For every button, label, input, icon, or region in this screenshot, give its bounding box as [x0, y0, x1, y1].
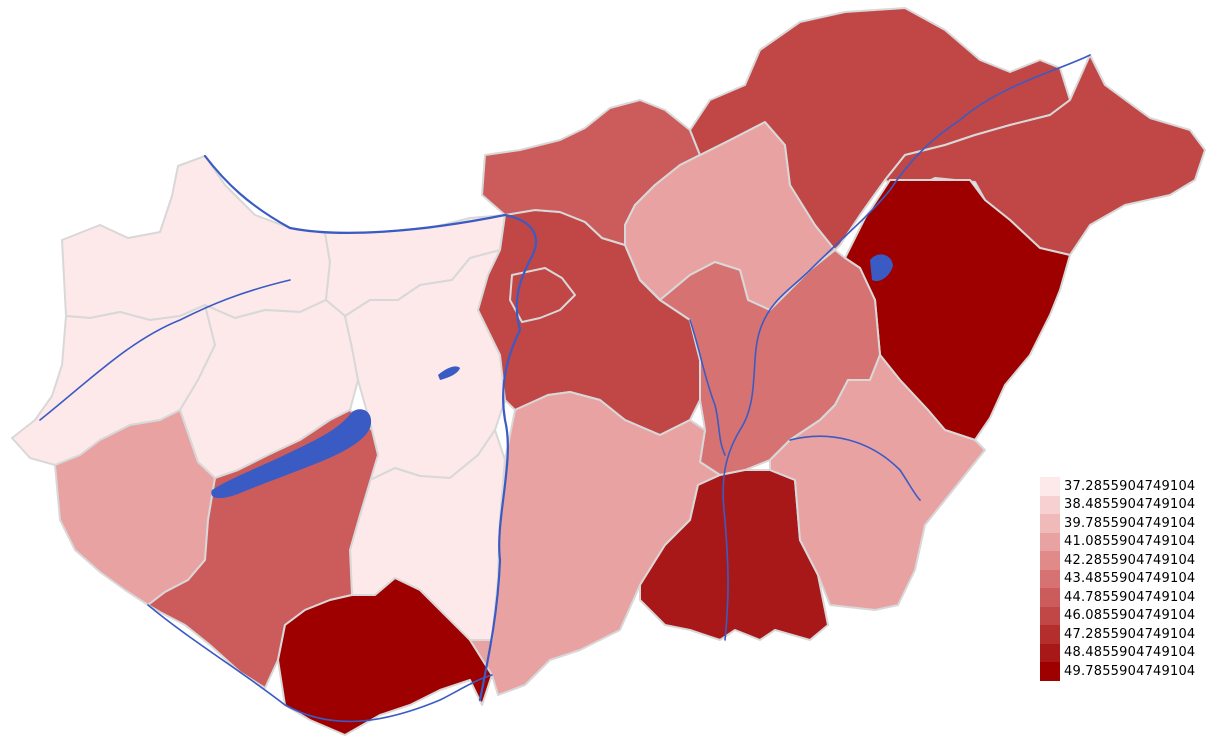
- legend-label: 38.4855904749104: [1064, 497, 1196, 513]
- regions-layer: [11, 7, 1206, 736]
- lake-velence: [438, 366, 460, 380]
- legend-swatch: [1040, 606, 1060, 625]
- legend-swatch: [1040, 662, 1060, 681]
- region-baranya: [277, 577, 493, 736]
- legend-label: 41.0855904749104: [1064, 534, 1196, 550]
- legend-label: 42.2855904749104: [1064, 552, 1196, 568]
- raba-river: [39, 279, 291, 421]
- legend-entry: 44.7855904749104: [1040, 588, 1220, 607]
- legend-entry: 43.4855904749104: [1040, 569, 1220, 588]
- tisza-river: [722, 54, 1091, 641]
- koros-river: [789, 435, 921, 501]
- region-budapest: [509, 267, 576, 323]
- lake-balaton: [211, 409, 372, 499]
- legend-entry: 41.0855904749104: [1040, 532, 1220, 551]
- legend-swatch: [1040, 514, 1060, 533]
- legend-entry: 48.4855904749104: [1040, 643, 1220, 662]
- legend-swatch: [1040, 532, 1060, 551]
- map-legend: 37.2855904749104 38.4855904749104 39.785…: [1040, 477, 1220, 681]
- legend-swatch: [1040, 551, 1060, 570]
- region-bekes: [769, 354, 986, 611]
- water-layer: [39, 54, 1091, 723]
- lake-tisza: [870, 254, 893, 282]
- legend-swatch: [1040, 569, 1060, 588]
- zagyva-river: [689, 319, 726, 456]
- legend-entry: 42.2855904749104: [1040, 551, 1220, 570]
- legend-label: 47.2855904749104: [1064, 626, 1196, 642]
- legend-label: 49.7855904749104: [1064, 663, 1196, 679]
- legend-label: 43.4855904749104: [1064, 571, 1196, 587]
- legend-entry: 49.7855904749104: [1040, 662, 1220, 681]
- legend-swatch: [1040, 495, 1060, 514]
- legend-entry: 47.2855904749104: [1040, 625, 1220, 644]
- legend-label: 48.4855904749104: [1064, 645, 1196, 661]
- legend-label: 44.7855904749104: [1064, 589, 1196, 605]
- legend-swatch: [1040, 477, 1060, 496]
- region-gyor-moson-sopron: [61, 155, 331, 321]
- drava-river: [147, 604, 493, 723]
- legend-label: 46.0855904749104: [1064, 608, 1196, 624]
- danube-river: [203, 154, 537, 702]
- legend-swatch: [1040, 643, 1060, 662]
- legend-label: 39.7855904749104: [1064, 515, 1196, 531]
- legend-entry: 46.0855904749104: [1040, 606, 1220, 625]
- legend-entry: 37.2855904749104: [1040, 477, 1220, 496]
- legend-swatch: [1040, 588, 1060, 607]
- legend-entry: 39.7855904749104: [1040, 514, 1220, 533]
- legend-label: 37.2855904749104: [1064, 478, 1196, 494]
- legend-swatch: [1040, 625, 1060, 644]
- legend-entry: 38.4855904749104: [1040, 495, 1220, 514]
